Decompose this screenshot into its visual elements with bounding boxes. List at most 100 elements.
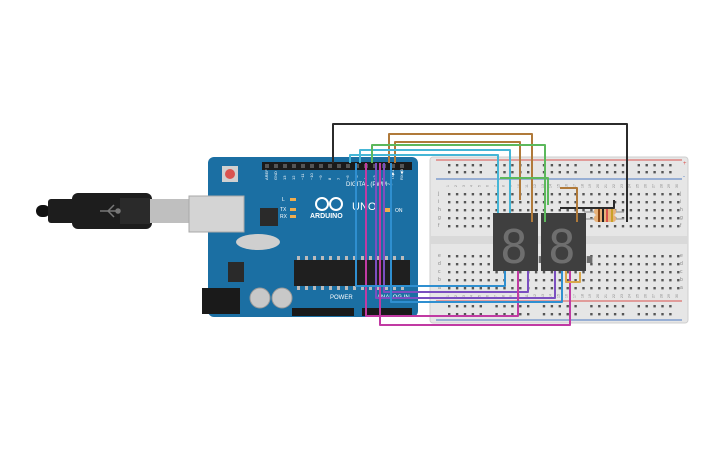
wires[interactable] bbox=[332, 123, 628, 326]
breadboard-hole[interactable] bbox=[566, 201, 569, 204]
breadboard-hole[interactable] bbox=[669, 263, 672, 266]
breadboard-hole[interactable] bbox=[519, 279, 522, 282]
breadboard-hole[interactable] bbox=[455, 263, 459, 266]
breadboard-hole[interactable] bbox=[606, 263, 609, 266]
breadboard-hole[interactable] bbox=[463, 279, 467, 282]
rail-hole[interactable] bbox=[471, 171, 475, 174]
breadboard-hole[interactable] bbox=[455, 217, 459, 220]
breadboard-hole[interactable] bbox=[455, 225, 459, 228]
breadboard-hole[interactable] bbox=[495, 287, 498, 290]
breadboard-hole[interactable] bbox=[645, 279, 648, 282]
rail-hole[interactable] bbox=[613, 313, 617, 316]
breadboard-hole[interactable] bbox=[598, 263, 601, 266]
breadboard-hole[interactable] bbox=[637, 209, 640, 212]
rail-hole[interactable] bbox=[661, 164, 664, 167]
breadboard-hole[interactable] bbox=[550, 193, 554, 196]
breadboard-hole[interactable] bbox=[519, 201, 522, 204]
rail-hole[interactable] bbox=[590, 313, 593, 316]
reset-button[interactable] bbox=[225, 169, 235, 179]
breadboard-hole[interactable] bbox=[590, 271, 593, 274]
breadboard-hole[interactable] bbox=[598, 201, 601, 204]
rail-hole[interactable] bbox=[574, 171, 577, 174]
breadboard-hole[interactable] bbox=[661, 193, 664, 196]
rail-hole[interactable] bbox=[542, 313, 546, 316]
breadboard-hole[interactable] bbox=[677, 287, 680, 290]
breadboard-hole[interactable] bbox=[574, 279, 577, 282]
breadboard-hole[interactable] bbox=[598, 193, 601, 196]
rail-hole[interactable] bbox=[637, 171, 640, 174]
breadboard-hole[interactable] bbox=[542, 279, 546, 282]
breadboard-hole[interactable] bbox=[495, 201, 498, 204]
breadboard-hole[interactable] bbox=[677, 271, 680, 274]
breadboard-hole[interactable] bbox=[669, 201, 672, 204]
breadboard-hole[interactable] bbox=[448, 209, 451, 212]
breadboard-hole[interactable] bbox=[503, 201, 506, 204]
breadboard-hole[interactable] bbox=[566, 209, 569, 212]
breadboard-hole[interactable] bbox=[621, 287, 625, 290]
breadboard-hole[interactable] bbox=[463, 201, 467, 204]
rail-hole[interactable] bbox=[566, 171, 569, 174]
digital-pin-hole[interactable] bbox=[328, 164, 332, 168]
breadboard-hole[interactable] bbox=[582, 271, 585, 274]
rail-hole[interactable] bbox=[558, 305, 561, 308]
breadboard-hole[interactable] bbox=[669, 287, 672, 290]
rail-hole[interactable] bbox=[479, 171, 482, 174]
usb-cable[interactable] bbox=[36, 193, 190, 229]
rail-hole[interactable] bbox=[448, 171, 451, 174]
breadboard-hole[interactable] bbox=[487, 255, 490, 258]
breadboard-hole[interactable] bbox=[566, 193, 569, 196]
breadboard-hole[interactable] bbox=[455, 271, 459, 274]
breadboard-hole[interactable] bbox=[629, 271, 633, 274]
breadboard-hole[interactable] bbox=[511, 287, 514, 290]
digital-pin-hole[interactable] bbox=[265, 164, 269, 168]
breadboard-hole[interactable] bbox=[455, 279, 459, 282]
breadboard-hole[interactable] bbox=[455, 193, 459, 196]
rail-hole[interactable] bbox=[621, 313, 625, 316]
breadboard-hole[interactable] bbox=[621, 201, 625, 204]
breadboard-hole[interactable] bbox=[463, 225, 467, 228]
rail-hole[interactable] bbox=[669, 171, 672, 174]
rail-hole[interactable] bbox=[503, 171, 506, 174]
rail-hole[interactable] bbox=[613, 164, 617, 167]
breadboard-hole[interactable] bbox=[661, 217, 664, 220]
breadboard-hole[interactable] bbox=[479, 225, 482, 228]
digital-pin-hole[interactable] bbox=[283, 164, 287, 168]
breadboard-hole[interactable] bbox=[653, 209, 656, 212]
breadboard-hole[interactable] bbox=[519, 287, 522, 290]
rail-hole[interactable] bbox=[661, 305, 664, 308]
breadboard-hole[interactable] bbox=[511, 193, 514, 196]
breadboard-hole[interactable] bbox=[471, 279, 475, 282]
breadboard-hole[interactable] bbox=[669, 225, 672, 228]
breadboard-hole[interactable] bbox=[471, 209, 475, 212]
breadboard-hole[interactable] bbox=[511, 279, 514, 282]
breadboard-hole[interactable] bbox=[677, 255, 680, 258]
breadboard-hole[interactable] bbox=[621, 225, 625, 228]
rail-hole[interactable] bbox=[653, 171, 656, 174]
breadboard-hole[interactable] bbox=[487, 201, 490, 204]
breadboard-hole[interactable] bbox=[645, 225, 648, 228]
breadboard-hole[interactable] bbox=[487, 225, 490, 228]
rail-hole[interactable] bbox=[606, 313, 609, 316]
rail-hole[interactable] bbox=[645, 171, 648, 174]
breadboard-hole[interactable] bbox=[669, 255, 672, 258]
breadboard-hole[interactable] bbox=[621, 263, 625, 266]
breadboard-hole[interactable] bbox=[448, 279, 451, 282]
rail-hole[interactable] bbox=[463, 305, 467, 308]
breadboard-hole[interactable] bbox=[495, 271, 498, 274]
breadboard-hole[interactable] bbox=[566, 279, 569, 282]
breadboard-hole[interactable] bbox=[471, 255, 475, 258]
rail-hole[interactable] bbox=[621, 171, 625, 174]
rail-hole[interactable] bbox=[527, 313, 530, 316]
breadboard-hole[interactable] bbox=[463, 217, 467, 220]
breadboard-hole[interactable] bbox=[527, 201, 530, 204]
breadboard-hole[interactable] bbox=[669, 193, 672, 196]
rail-hole[interactable] bbox=[471, 305, 475, 308]
rail-hole[interactable] bbox=[542, 305, 546, 308]
breadboard-hole[interactable] bbox=[487, 193, 490, 196]
rail-hole[interactable] bbox=[455, 305, 459, 308]
rail-hole[interactable] bbox=[598, 164, 601, 167]
breadboard-hole[interactable] bbox=[653, 263, 656, 266]
breadboard-hole[interactable] bbox=[471, 271, 475, 274]
digital-pin-hole[interactable] bbox=[301, 164, 305, 168]
rail-hole[interactable] bbox=[455, 171, 459, 174]
